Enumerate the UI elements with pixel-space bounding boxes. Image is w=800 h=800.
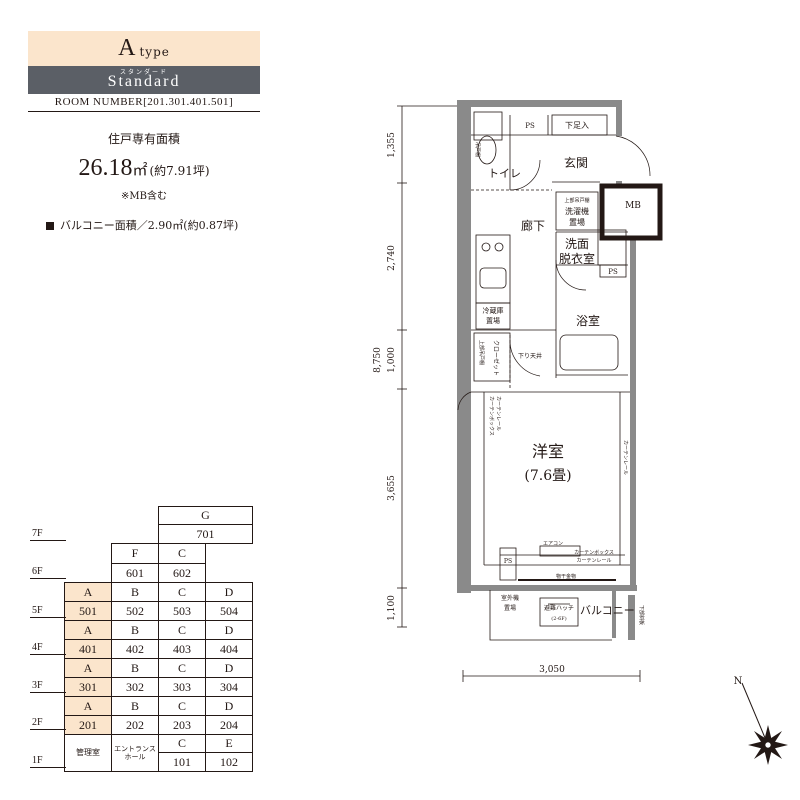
hatch-label-2: (2-6F): [551, 615, 566, 622]
closet-label: クローゼット: [492, 340, 500, 376]
floor-cell: 504: [205, 601, 253, 621]
floor-label: 2F: [32, 717, 43, 728]
room-entrance: 玄関: [564, 155, 588, 170]
square-bullet-icon: [46, 222, 54, 230]
mb-box: [599, 183, 663, 241]
floor-cell: 202: [111, 715, 159, 735]
floor-line: [30, 729, 66, 730]
hatch-label-1: 避難ハッチ: [544, 604, 574, 612]
floor-cell: 102: [205, 752, 253, 772]
ps-label-top: PS: [525, 122, 535, 130]
curtain-rail-label-bottom: カーテンレール: [576, 558, 611, 564]
floor-cell: 602: [158, 563, 206, 583]
floor-line: [30, 654, 66, 655]
lower-ceiling-label: 下部斜板: [638, 605, 645, 625]
standard-word: Standard: [107, 73, 181, 90]
washer-top-label: 上部吊戸棚: [564, 197, 589, 204]
ps-label-bottom: PS: [504, 558, 512, 565]
dim-width: 3,050: [539, 665, 565, 675]
room-balcony: バルコニー: [580, 604, 635, 617]
outdoor-unit-label-1: 室外機: [501, 594, 519, 602]
floor-line: [30, 578, 66, 579]
room-western: 洋室: [532, 442, 564, 461]
floor-line: [30, 692, 66, 693]
aircon-label: エアコン: [543, 541, 563, 547]
dim-1100: 1,100: [387, 595, 397, 621]
dim-1355: 1,355: [387, 132, 397, 158]
room-western-size: (7.6畳): [524, 468, 571, 484]
compass-icon: [741, 682, 788, 765]
type-banner: A type: [28, 31, 260, 66]
floor-cell: エントランスホール: [111, 734, 159, 772]
washer-label-2: 置場: [569, 217, 585, 227]
curtain-rail-label-side: カーテンレール: [495, 396, 501, 431]
floor-label: 5F: [32, 605, 43, 616]
room-toilet: トイレ: [488, 167, 521, 180]
floor-cell: 301: [64, 677, 112, 697]
dim-total: 8,750: [373, 347, 383, 373]
walls: [457, 100, 637, 640]
floor-cell: 304: [205, 677, 253, 697]
hanging-cabinet-label: 上部吊戸棚: [478, 340, 485, 365]
floor-line: [30, 767, 66, 768]
curtain-box-label-bottom: カーテンボックス: [574, 549, 614, 556]
floor-label: 3F: [32, 680, 43, 691]
compass-north-label: N: [734, 676, 743, 687]
floor-label: 1F: [32, 755, 43, 766]
area-figure: 26.18㎡(約7.91坪): [28, 155, 260, 182]
dim-1000: 1,000: [387, 347, 397, 373]
room-corridor: 廊下: [521, 218, 545, 233]
floor-line: [30, 540, 66, 541]
fridge-label-1: 冷蔵庫: [483, 306, 504, 315]
floor-cell: 302: [111, 677, 159, 697]
floor-cell: 101: [158, 752, 206, 772]
room-bath: 浴室: [576, 313, 600, 328]
area-unit: ㎡: [132, 161, 148, 179]
floor-cell: 204: [205, 715, 253, 735]
room-washroom: 洗面: [565, 237, 589, 251]
floor-label: 6F: [32, 566, 43, 577]
curtain-rail-label-right: カーテンレール: [622, 440, 628, 475]
outdoor-unit-label-2: 置場: [504, 604, 516, 612]
ps-label-mid: PS: [608, 268, 618, 276]
area-tsubo: (約7.91坪): [149, 164, 210, 178]
ceiling-label: 下り天井: [518, 352, 542, 360]
mb-note: ※MB含む: [121, 191, 167, 202]
divider: [28, 111, 260, 112]
floor-label: 4F: [32, 642, 43, 653]
room-dressing: 脱衣室: [559, 251, 595, 266]
dim-3655: 3,655: [387, 475, 397, 501]
door-swings: [457, 135, 651, 411]
handrail-label: 物干金物: [556, 573, 576, 580]
shoe-box-label: 下足入: [565, 121, 589, 130]
washer-label-1: 洗濯機: [565, 206, 589, 216]
storage-label: 吊戸棚: [474, 142, 481, 157]
floor-line: [30, 617, 66, 618]
room-number: ROOM NUMBER[201.301.401.501]: [54, 96, 234, 108]
curtain-box-label-side: カーテンボックス: [488, 396, 495, 436]
balcony-area: バルコニー面積／2.90㎡(約0.87坪): [60, 219, 239, 232]
dimension-line: [397, 105, 641, 682]
fridge-label-2: 置場: [486, 316, 500, 325]
type-letter: A: [118, 35, 136, 61]
standard-ruby: スタンダード: [119, 69, 168, 76]
type-word: type: [139, 44, 170, 59]
floor-cell: 管理室: [64, 734, 112, 772]
floor-cell: 201: [64, 715, 112, 735]
balcony-area-line: バルコニー面積／2.90㎡(約0.87坪): [46, 217, 238, 233]
area-label: 住戸専有面積: [107, 132, 180, 146]
mb-label: MB: [625, 201, 641, 211]
standard-banner: スタンダード Standard: [28, 66, 260, 94]
dim-2740: 2,740: [387, 245, 397, 271]
floor-label: 7F: [32, 528, 43, 539]
area-value: 26.18: [78, 155, 133, 181]
